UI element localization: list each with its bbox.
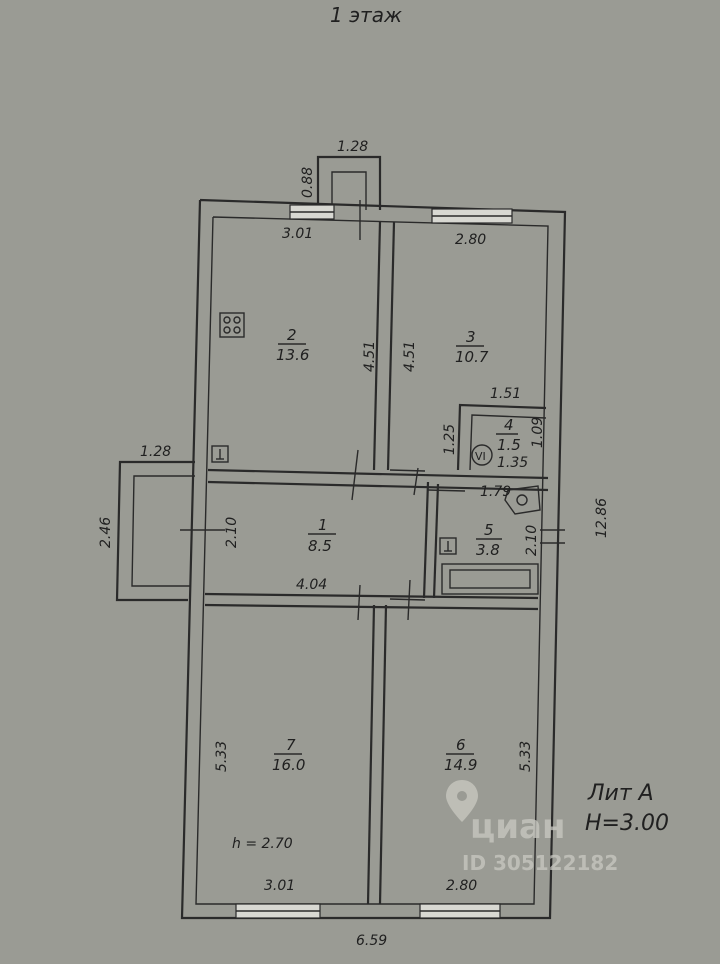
room-1-label: 1 8.5	[308, 516, 336, 555]
dim-total-height: 12.86	[594, 498, 610, 538]
watermark-brand: циан	[470, 807, 565, 847]
dim-room5-top: 1.79	[480, 484, 511, 500]
svg-text:1: 1	[318, 516, 328, 534]
dim-chimney-height: 0.88	[300, 167, 316, 198]
svg-text:3.8: 3.8	[476, 541, 500, 559]
dim-room7-bottom: 3.01	[264, 878, 295, 894]
sink-icon-room2	[211, 445, 229, 463]
dim-room3-side: 4.51	[402, 341, 418, 372]
watermark: циан ID 305122182	[446, 780, 618, 875]
svg-text:3: 3	[466, 328, 476, 346]
chimney	[316, 155, 382, 210]
dim-room4-right: 1.09	[530, 417, 546, 448]
dim-room1-left: 2.10	[224, 517, 240, 548]
dim-porch-width: 1.28	[140, 444, 171, 460]
porch	[115, 460, 195, 602]
dim-room4-bottom: 1.35	[497, 455, 528, 471]
svg-text:10.7: 10.7	[455, 348, 489, 366]
svg-text:1.5: 1.5	[497, 436, 521, 454]
room-3-label: 3 10.7	[455, 328, 489, 366]
svg-text:7: 7	[286, 736, 296, 754]
building-height-label: H=3.00	[585, 811, 669, 836]
dim-room4-top: 1.51	[490, 386, 521, 402]
svg-text:6: 6	[456, 736, 466, 754]
dim-room6-right: 5.33	[518, 741, 534, 772]
floor-title: 1 этаж	[330, 3, 402, 27]
svg-text:5: 5	[484, 521, 494, 539]
toilet-icon	[504, 485, 541, 515]
room-height-label: h = 2.70	[232, 836, 293, 852]
room-5-label: 5 3.8	[476, 521, 502, 559]
svg-text:13.6: 13.6	[276, 346, 309, 364]
svg-text:2: 2	[287, 326, 297, 344]
sink-icon-room5	[439, 537, 457, 555]
svg-text:4: 4	[504, 416, 514, 434]
dim-room5-right: 2.10	[524, 525, 540, 556]
svg-text:8.5: 8.5	[308, 537, 332, 555]
door-markers	[180, 200, 565, 621]
boiler-icon: VI	[471, 444, 493, 466]
dim-room3-top: 2.80	[455, 232, 486, 248]
bathtub-icon	[441, 563, 539, 595]
room-4-label: 4 1.5	[496, 416, 521, 454]
svg-text:16.0: 16.0	[272, 756, 305, 774]
svg-text:VI: VI	[475, 450, 486, 463]
dim-room2-side: 4.51	[362, 341, 378, 372]
room-6-label: 6 14.9	[444, 736, 477, 774]
litera-label: Лит А	[587, 781, 654, 806]
dim-room6-bottom: 2.80	[446, 878, 477, 894]
windows	[235, 204, 513, 919]
dim-room1-bottom: 4.04	[296, 577, 327, 593]
dim-room4-left: 1.25	[442, 424, 458, 455]
dim-chimney-width: 1.28	[337, 139, 368, 155]
location-pin-icon	[446, 780, 478, 822]
dim-room2-top: 3.01	[282, 226, 313, 242]
room-7-label: 7 16.0	[272, 736, 305, 774]
interior-walls	[204, 221, 549, 905]
watermark-id: ID 305122182	[462, 851, 618, 875]
dim-room7-left: 5.33	[214, 741, 230, 772]
dim-total-width: 6.59	[356, 933, 387, 949]
stove-icon	[219, 312, 245, 338]
svg-text:14.9: 14.9	[444, 756, 477, 774]
dim-porch-height: 2.46	[98, 517, 114, 548]
room-2-label: 2 13.6	[276, 326, 309, 364]
